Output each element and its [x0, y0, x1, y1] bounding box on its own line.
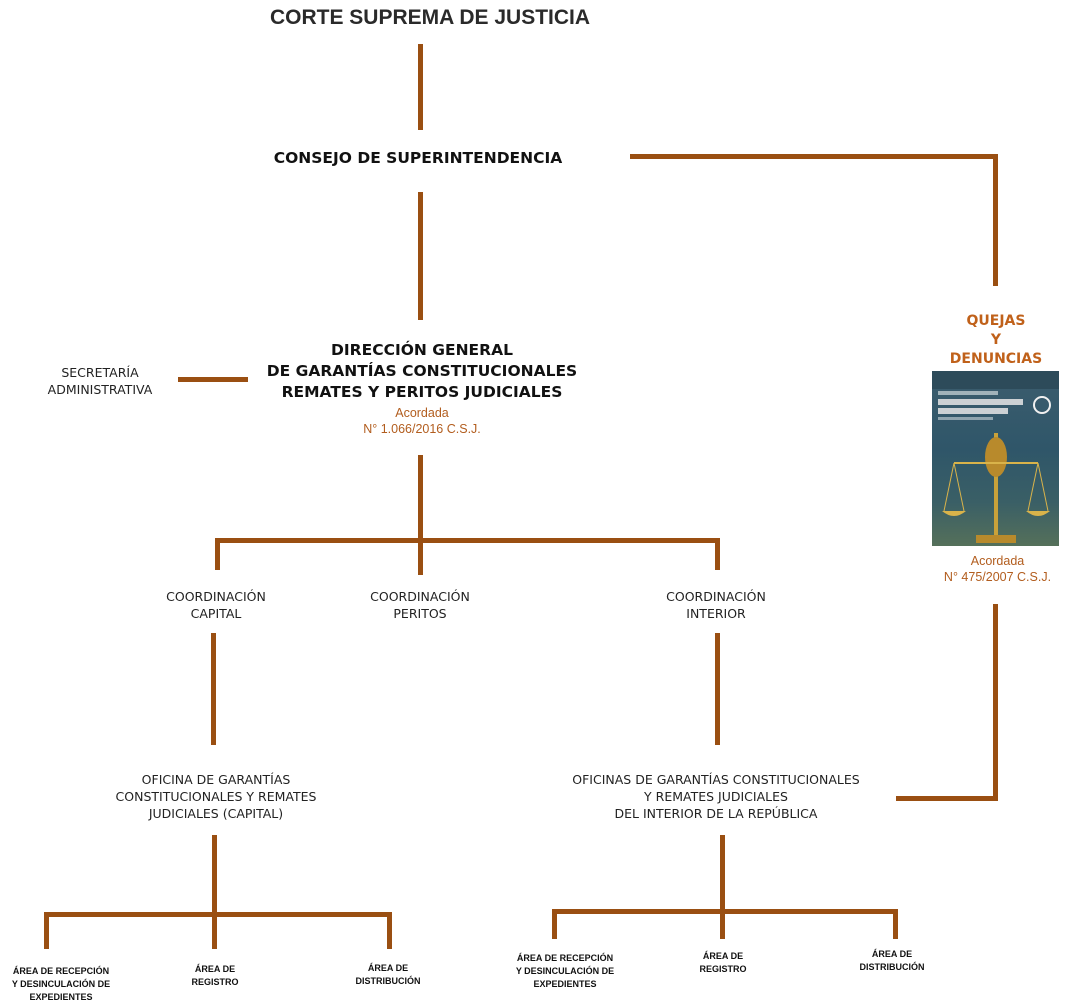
connector-coord-interior	[715, 538, 720, 570]
quejas-acordada-num: N° 475/2007 C.S.J.	[943, 570, 1052, 584]
connector-quejas-oficina	[896, 796, 998, 801]
connector-interior-oficina	[715, 633, 720, 745]
connector-consejo-direccion	[418, 192, 423, 320]
direccion-line-2: DE GARANTÍAS CONSTITUCIONALES	[266, 362, 578, 380]
area-capital-recepcion-line-2: Y DESINCULACIÓN DE	[11, 979, 111, 989]
connector-coordinaciones-bar	[215, 538, 720, 543]
area-interior-recepcion-line-2: Y DESINCULACIÓN DE	[515, 966, 615, 976]
coord-capital-line-1: COORDINACIÓN	[166, 589, 266, 604]
area-interior-recepcion-line-1: ÁREA DE RECEPCIÓN	[516, 953, 614, 963]
oficina-capital-line-3: JUDICIALES (CAPITAL)	[148, 806, 284, 821]
node-coordinacion-peritos: COORDINACIÓN PERITOS	[340, 588, 500, 622]
direccion-acordada-num: N° 1.066/2016 C.S.J.	[363, 422, 481, 436]
area-interior-distribucion-line-1: ÁREA DE	[871, 949, 913, 959]
connector-coord-capital	[215, 538, 220, 570]
coord-interior-line-1: COORDINACIÓN	[666, 589, 766, 604]
oficina-capital-line-1: OFICINA DE GARANTÍAS	[141, 772, 291, 787]
coord-peritos-line-1: COORDINACIÓN	[370, 589, 470, 604]
node-coordinacion-interior: COORDINACIÓN INTERIOR	[636, 588, 796, 622]
connector-areas-interior-bar	[552, 909, 898, 914]
secretaria-line-1: SECRETARÍA	[61, 365, 139, 380]
node-direccion-general: DIRECCIÓN GENERAL DE GARANTÍAS CONSTITUC…	[220, 340, 624, 437]
oficina-interior-line-2: Y REMATES JUDICIALES	[644, 789, 788, 804]
connector-area-interior-1	[552, 909, 557, 939]
node-consejo: CONSEJO DE SUPERINTENDENCIA	[218, 148, 618, 169]
area-interior-registro-line-2: REGISTRO	[699, 964, 747, 974]
area-capital-distribucion-line-1: ÁREA DE	[367, 963, 409, 973]
direccion-line-1: DIRECCIÓN GENERAL	[331, 341, 513, 359]
quejas-line-1: QUEJAS	[966, 313, 1026, 329]
coord-interior-line-2: INTERIOR	[686, 606, 746, 621]
connector-oficina-interior-down	[720, 835, 725, 914]
area-capital-distribucion-line-2: DISTRIBUCIÓN	[355, 976, 421, 986]
connector-areas-capital-bar	[44, 912, 392, 917]
node-area-interior-registro: ÁREA DE REGISTRO	[678, 950, 768, 976]
oficina-interior-line-1: OFICINAS DE GARANTÍAS CONSTITUCIONALES	[572, 772, 860, 787]
quejas-line-2: Y	[990, 332, 1002, 348]
area-interior-distribucion-line-2: DISTRIBUCIÓN	[859, 962, 925, 972]
connector-secretaria	[178, 377, 248, 382]
quejas-line-3: DENUNCIAS	[949, 351, 1043, 367]
node-corte-suprema: CORTE SUPREMA DE JUSTICIA	[180, 6, 680, 30]
node-quejas-acordada: Acordada N° 475/2007 C.S.J.	[920, 553, 1068, 585]
area-interior-registro-line-1: ÁREA DE	[702, 951, 744, 961]
connector-area-capital-3	[387, 912, 392, 949]
area-capital-registro-line-2: REGISTRO	[191, 977, 239, 987]
coord-capital-line-2: CAPITAL	[190, 606, 242, 621]
node-coordinacion-capital: COORDINACIÓN CAPITAL	[136, 588, 296, 622]
coord-peritos-line-2: PERITOS	[393, 606, 447, 621]
connector-area-capital-1	[44, 912, 49, 949]
area-capital-recepcion-line-3: EXPEDIENTES	[29, 992, 93, 1002]
node-area-capital-registro: ÁREA DE REGISTRO	[170, 963, 260, 989]
connector-consejo-quejas-h	[630, 154, 998, 159]
connector-area-interior-2	[720, 909, 725, 939]
area-interior-recepcion-line-3: EXPEDIENTES	[533, 979, 597, 989]
oficina-capital-line-2: CONSTITUCIONALES Y REMATES	[115, 789, 317, 804]
connector-oficina-capital-down	[212, 835, 217, 917]
connector-top-consejo	[418, 44, 423, 130]
node-oficina-capital: OFICINA DE GARANTÍAS CONSTITUCIONALES Y …	[86, 771, 346, 822]
node-secretaria: SECRETARÍA ADMINISTRATIVA	[20, 364, 180, 398]
oficina-interior-line-3: DEL INTERIOR DE LA REPÚBLICA	[614, 806, 818, 821]
area-capital-registro-line-1: ÁREA DE	[194, 964, 236, 974]
connector-quejas-down	[993, 604, 998, 801]
direccion-acordada: Acordada	[395, 406, 449, 420]
node-area-interior-recepcion: ÁREA DE RECEPCIÓN Y DESINCULACIÓN DE EXP…	[504, 952, 626, 991]
quejas-poster-image	[932, 371, 1059, 546]
node-area-capital-distribucion: ÁREA DE DISTRIBUCIÓN	[340, 962, 436, 988]
area-capital-recepcion-line-1: ÁREA DE RECEPCIÓN	[12, 966, 110, 976]
node-area-interior-distribucion: ÁREA DE DISTRIBUCIÓN	[844, 948, 940, 974]
node-corte-suprema-title: CORTE SUPREMA DE JUSTICIA	[269, 6, 591, 29]
connector-area-capital-2	[212, 912, 217, 949]
secretaria-line-2: ADMINISTRATIVA	[47, 382, 153, 397]
connector-capital-oficina	[211, 633, 216, 745]
connector-area-interior-3	[893, 909, 898, 939]
node-consejo-title: CONSEJO DE SUPERINTENDENCIA	[273, 149, 563, 167]
scales-of-justice-icon	[932, 371, 1059, 543]
quejas-acordada: Acordada	[970, 554, 1025, 568]
connector-consejo-quejas-v	[993, 154, 998, 286]
node-area-capital-recepcion: ÁREA DE RECEPCIÓN Y DESINCULACIÓN DE EXP…	[0, 965, 122, 1004]
direccion-line-3: REMATES Y PERITOS JUDICIALES	[281, 383, 563, 401]
connector-direccion-down	[418, 455, 423, 575]
node-oficina-interior: OFICINAS DE GARANTÍAS CONSTITUCIONALES Y…	[556, 771, 876, 822]
node-quejas-denuncias: QUEJAS Y DENUNCIAS	[935, 312, 1057, 369]
